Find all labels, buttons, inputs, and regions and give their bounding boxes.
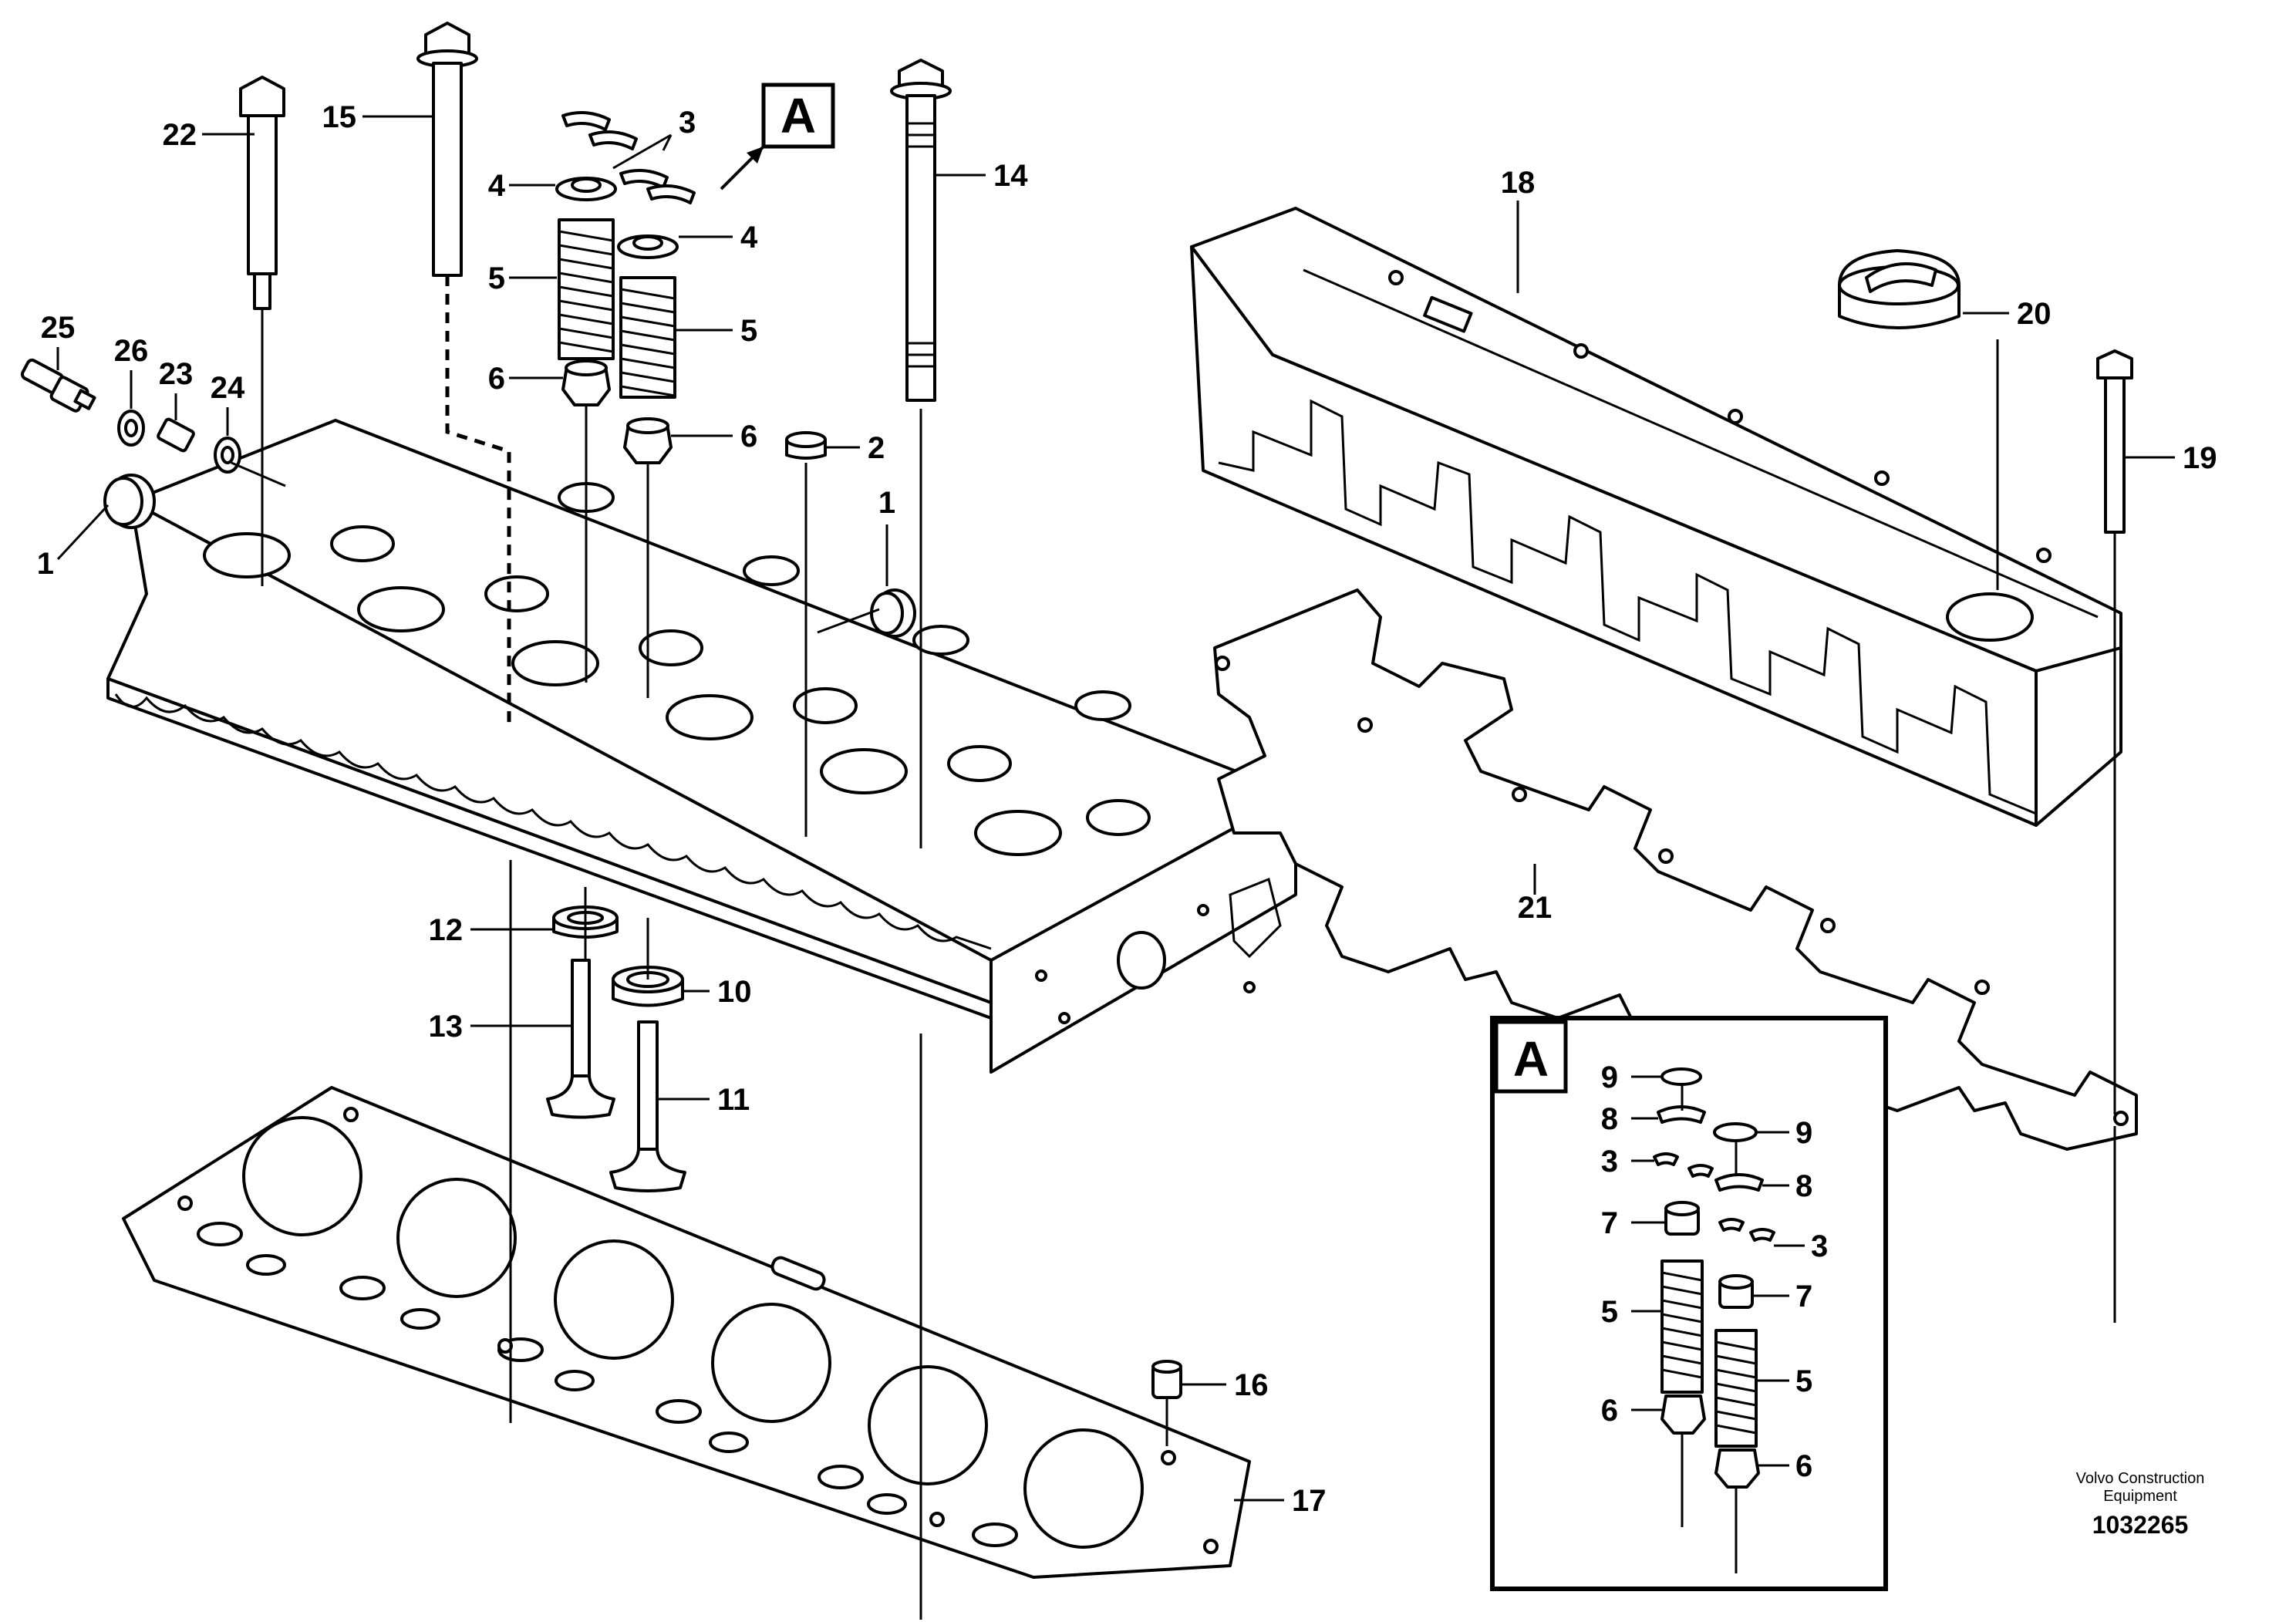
callout-5-left: 5	[488, 261, 505, 295]
plug-1-left	[103, 474, 156, 529]
detail-callout-6-left: 6	[1601, 1394, 1618, 1428]
valve-11	[609, 1020, 686, 1192]
callout-4-left: 4	[488, 169, 506, 203]
callout-15: 15	[322, 100, 357, 134]
callout-4-right: 4	[740, 221, 758, 255]
detail-view-a: A	[1490, 1016, 1888, 1591]
callout-14: 14	[993, 159, 1028, 193]
detail-callout-7-right: 7	[1795, 1280, 1812, 1313]
callout-numbers: 22 15 14 3 4 4 5 5 6 6 2 1 1 25 26 23 24…	[37, 100, 2217, 1518]
callout-20: 20	[2017, 297, 2052, 331]
seat-10	[612, 966, 684, 1007]
detail-callout-8-left: 8	[1601, 1102, 1618, 1136]
callout-5-right: 5	[740, 314, 757, 348]
callout-24: 24	[211, 371, 245, 405]
detail-callout-7-left: 7	[1601, 1206, 1618, 1240]
callout-11: 11	[717, 1083, 750, 1117]
valve-cover-gasket	[1213, 588, 2138, 1151]
valve-pockets	[203, 482, 1151, 856]
detail-view-label: A	[1513, 1031, 1549, 1087]
drawing-number: 1032265	[2092, 1511, 2189, 1539]
callout-25: 25	[41, 311, 76, 345]
callout-1-left: 1	[37, 547, 54, 581]
detail-callout-9-right: 9	[1795, 1116, 1812, 1150]
bolt-22	[239, 76, 285, 310]
bolt-15	[416, 22, 478, 277]
callout-6-left: 6	[488, 362, 505, 396]
detail-callout-3-left: 3	[1601, 1145, 1618, 1179]
callout-6-right: 6	[740, 420, 757, 454]
washer-26	[117, 410, 145, 447]
callout-16: 16	[1234, 1368, 1269, 1402]
view-marker-a: A	[720, 83, 835, 191]
detail-callout-9-left: 9	[1601, 1061, 1618, 1094]
callout-19: 19	[2183, 441, 2217, 475]
footer: Volvo Construction Equipment 1032265	[2076, 1470, 2205, 1539]
detail-callout-3-right: 3	[1811, 1229, 1828, 1263]
valve-train-left	[555, 111, 638, 406]
head-gasket	[122, 1086, 1251, 1579]
callout-17: 17	[1292, 1484, 1327, 1518]
fitting-25	[20, 358, 96, 413]
valve-cap-2	[785, 431, 827, 460]
callout-3: 3	[679, 106, 696, 140]
callout-13: 13	[429, 1010, 464, 1044]
callout-12: 12	[429, 913, 464, 947]
bolt-14	[890, 59, 952, 402]
washer-24	[214, 437, 241, 474]
callout-2: 2	[868, 431, 885, 465]
callout-23: 23	[159, 357, 194, 391]
oil-filler-cap	[1838, 249, 1961, 329]
detail-callout-6-right: 6	[1795, 1449, 1812, 1483]
callout-22: 22	[163, 118, 197, 152]
callout-leaders	[56, 115, 2175, 1502]
bolt-19	[2096, 349, 2133, 534]
cylinder-head	[106, 419, 1297, 1074]
brand-line-1: Volvo Construction	[2076, 1470, 2205, 1487]
alignment-lines	[231, 275, 2116, 1620]
valve-13	[546, 959, 615, 1119]
sleeve-16	[1151, 1360, 1182, 1399]
detail-callout-5-right: 5	[1795, 1364, 1812, 1398]
callout-18: 18	[1501, 166, 1536, 200]
callout-1-right: 1	[878, 486, 895, 520]
valve-train-right	[617, 169, 696, 464]
detail-callout-5-left: 5	[1601, 1295, 1618, 1329]
plug-1-right	[870, 588, 916, 638]
brand-line-2: Equipment	[2103, 1488, 2177, 1505]
callout-10: 10	[717, 975, 752, 1009]
callout-21: 21	[1518, 891, 1553, 925]
view-marker-label: A	[781, 88, 816, 143]
callout-26: 26	[114, 334, 149, 368]
nipple-23	[157, 417, 195, 453]
valve-cover	[1190, 207, 2122, 827]
detail-callout-8-right: 8	[1795, 1169, 1812, 1203]
